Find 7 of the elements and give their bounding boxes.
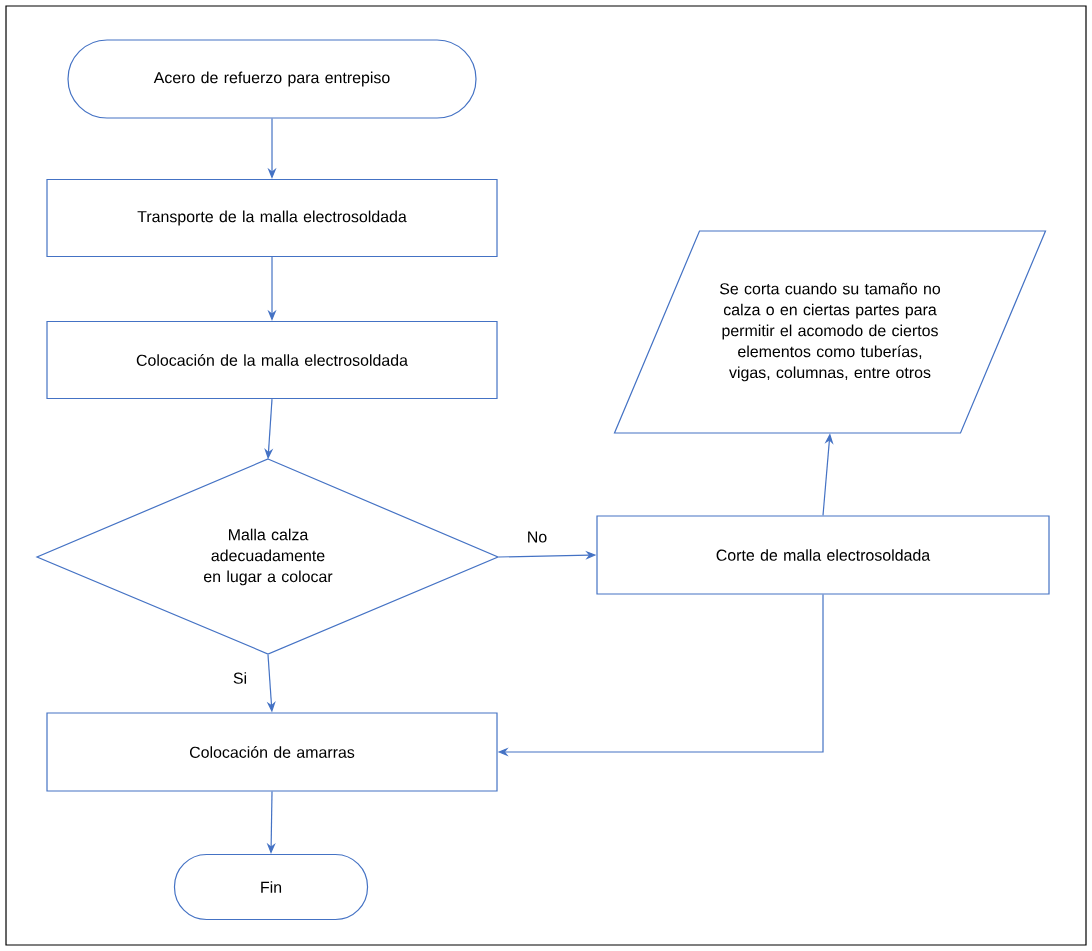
process-box: Colocación de la malla electrosoldada	[46, 320, 498, 400]
edge-label: No	[524, 529, 550, 545]
data-parallelogram: Se corta cuando su tamaño no calza o en ciertas partes para permitir el acomodo de ciertos elementos como tuberías, vigas, columnas, entre otros	[613, 230, 1047, 434]
process-box: Transporte de la malla electrosoldada	[46, 178, 498, 258]
edge-label: Si	[230, 670, 250, 686]
process-box: Corte de malla electrosoldada	[596, 515, 1050, 595]
process-box: Colocación de amarras	[46, 712, 498, 792]
